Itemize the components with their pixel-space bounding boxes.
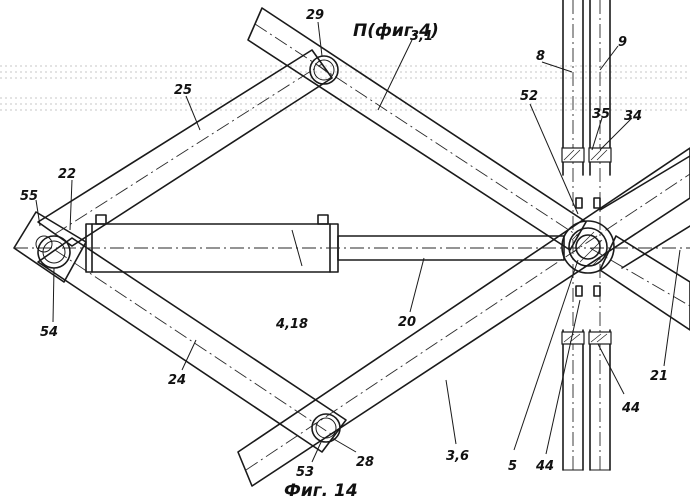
label-20: 20 — [398, 315, 416, 330]
label-44-bottom: 44 — [535, 459, 554, 474]
label-44-right: 44 — [621, 401, 640, 416]
label-9: 9 — [618, 35, 627, 50]
pin-bottom-53 — [312, 414, 340, 442]
label-22: 22 — [58, 167, 76, 182]
label-34: 34 — [624, 109, 642, 124]
arm-3-1 — [248, 8, 586, 250]
centre-joint-5 — [562, 198, 614, 296]
figure-caption: Фиг. 14 — [284, 481, 358, 500]
label-4-18: 4,18 — [275, 317, 308, 332]
label-3-1: 3,1 — [410, 29, 433, 44]
arm-24 — [38, 238, 346, 452]
arm-25 — [38, 50, 332, 246]
label-55: 55 — [20, 189, 38, 204]
label-5: 5 — [508, 459, 517, 474]
hydraulic-cylinder — [14, 215, 690, 272]
label-25: 25 — [174, 83, 192, 98]
label-52: 52 — [520, 89, 538, 104]
label-29: 29 — [306, 8, 324, 23]
label-35: 35 — [592, 107, 610, 122]
label-28: 28 — [356, 455, 374, 470]
label-3-6: 3,6 — [446, 449, 469, 464]
left-bracket — [14, 212, 86, 282]
label-8: 8 — [536, 49, 545, 64]
label-53: 53 — [296, 465, 314, 480]
label-24: 24 — [168, 373, 186, 388]
label-54: 54 — [40, 325, 58, 340]
pin-top-29 — [310, 56, 338, 84]
label-21: 21 — [650, 369, 668, 384]
